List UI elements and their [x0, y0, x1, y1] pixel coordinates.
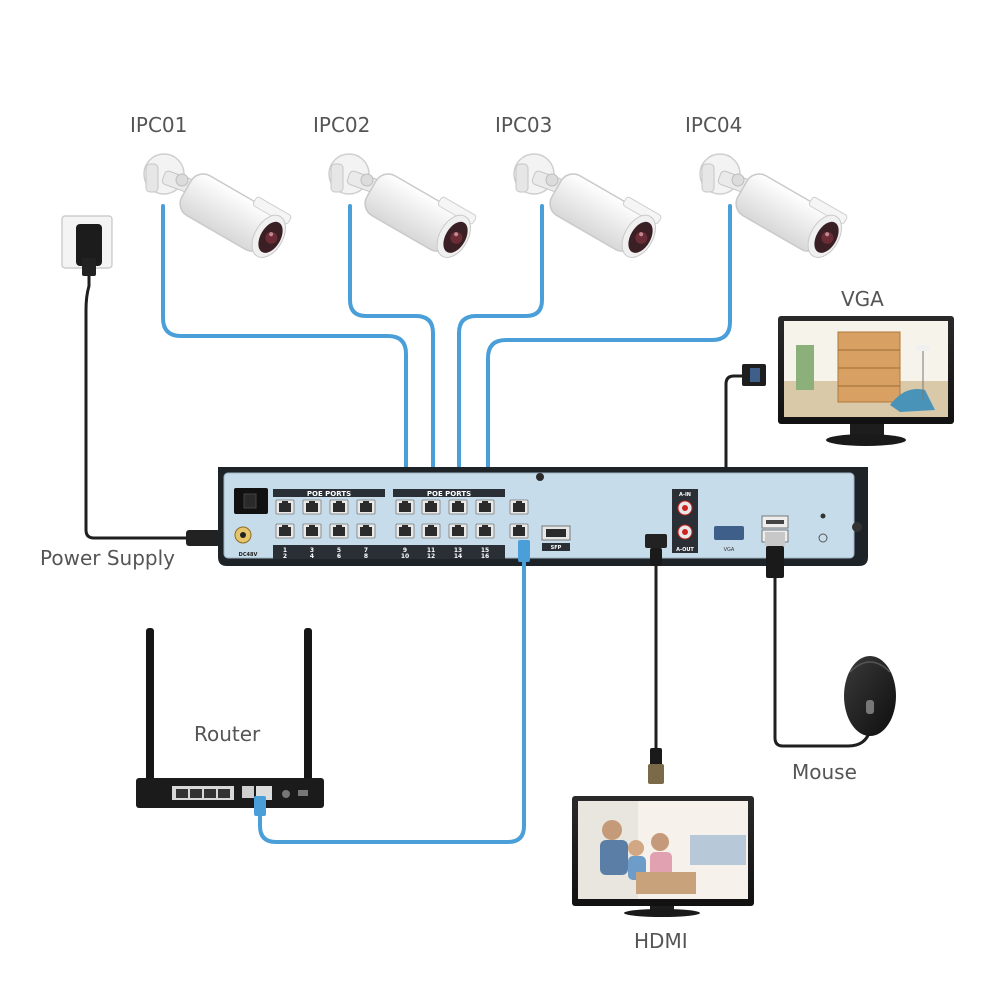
hdmi-monitor-icon — [572, 796, 754, 917]
port-num: 3 — [310, 547, 314, 554]
port-num: 8 — [364, 553, 368, 560]
wall-socket-icon — [61, 215, 113, 276]
port-num: 4 — [310, 553, 314, 560]
port-num: 16 — [481, 553, 489, 560]
port-num: 2 — [283, 553, 287, 560]
lan-cable — [258, 548, 526, 844]
port-num: 6 — [337, 553, 341, 560]
camera-ipc01-icon — [143, 153, 297, 264]
nvr-recorder: POE PORTS POE PORTS 1 3 5 7 9 11 13 15 2… — [218, 467, 868, 566]
label-ipc02: IPC02 — [313, 113, 371, 137]
hdmi-plug-top-icon — [645, 534, 667, 566]
label-hdmi: HDMI — [634, 929, 688, 953]
port-num: 12 — [427, 553, 435, 560]
label-power-supply: Power Supply — [40, 546, 175, 570]
camera-ipc04-icon — [699, 153, 853, 264]
audio-in-label: A-IN — [679, 492, 691, 498]
audio-out-label: A-OUT — [676, 547, 694, 553]
label-router: Router — [194, 722, 261, 746]
cable-ipc04 — [486, 204, 732, 474]
power-cable — [84, 276, 190, 540]
vga-cable — [724, 374, 745, 500]
label-ipc01: IPC01 — [130, 113, 188, 137]
usb-plug-icon — [765, 532, 785, 578]
port-num: 13 — [454, 547, 462, 554]
port-num: 11 — [427, 547, 435, 554]
cable-ipc01 — [161, 204, 408, 474]
cable-ipc02 — [348, 204, 435, 474]
label-ipc03: IPC03 — [495, 113, 553, 137]
vga-monitor-icon — [778, 316, 954, 446]
port-num: 1 — [283, 547, 287, 554]
port-num: 10 — [401, 553, 409, 560]
lan-plug-router — [254, 796, 266, 816]
port-num: 9 — [403, 547, 407, 554]
label-mouse: Mouse — [792, 760, 857, 784]
mouse-cable — [773, 578, 872, 748]
label-ipc04: IPC04 — [685, 113, 743, 137]
camera-ipc03-icon — [513, 153, 667, 264]
cable-ipc03 — [457, 204, 544, 474]
vga-port-label: VGA — [724, 547, 735, 553]
poe-ports-label-1: POE PORTS — [307, 490, 351, 498]
router-icon — [136, 628, 324, 808]
poe-ports-label-2: POE PORTS — [427, 490, 471, 498]
port-num: 15 — [481, 547, 489, 554]
port-num: 7 — [364, 547, 368, 554]
sfp-label: SFP — [551, 545, 562, 551]
port-num: 5 — [337, 547, 341, 554]
port-num: 14 — [454, 553, 462, 560]
label-vga: VGA — [841, 287, 884, 311]
lan-plug-nvr — [518, 540, 530, 562]
hdmi-plug-bottom-icon — [648, 748, 664, 784]
dc-label: DC48V — [239, 552, 258, 558]
mouse-icon — [844, 656, 896, 736]
